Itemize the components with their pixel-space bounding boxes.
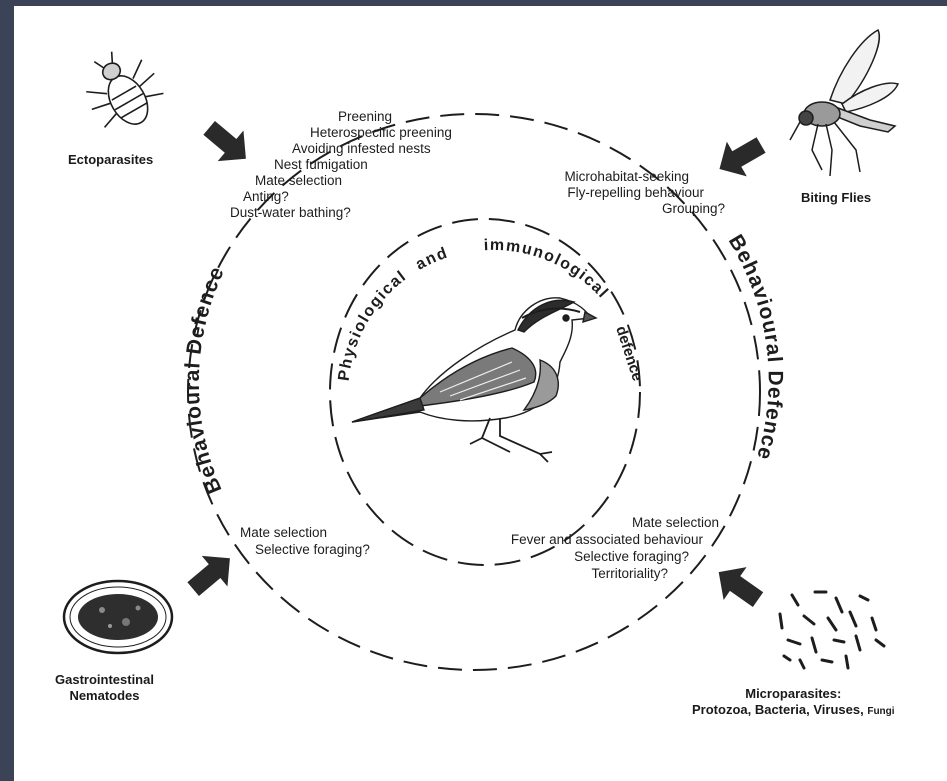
microparasite-defence-2: Fever and associated behaviour [510, 532, 703, 547]
nematode-defence-2: Selective foraging? [255, 542, 370, 557]
svg-text:Behavioural Defence: Behavioural Defence [181, 263, 229, 497]
inner-label-defence: defence [612, 324, 646, 383]
svg-text:and: and [413, 244, 451, 273]
behavioural-defence-left: Behavioural Defence [181, 263, 228, 497]
arrow-microparasites [718, 567, 764, 607]
biting-fly-defence-2: Fly-repelling behaviour [567, 185, 704, 200]
microparasites-icon [778, 590, 886, 670]
ectoparasite-defence-6: Anting? [243, 189, 289, 204]
nematode-egg-icon [62, 579, 174, 655]
ectoparasite-defence-3: Avoiding infested nests [292, 141, 431, 156]
ectoparasites-label: Ectoparasites [68, 152, 154, 167]
microparasite-defence-4: Territoriality? [591, 566, 668, 581]
ectoparasite-defence-2: Heterospecific preening [310, 125, 452, 140]
microparasites-label-line2: Protozoa, Bacteria, Viruses, Fungi [692, 702, 895, 720]
nematodes-label: Gastrointestinal Nematodes [55, 672, 154, 704]
biting-fly-icon [789, 28, 900, 177]
microparasites-label: Microparasites: Protozoa, Bacteria, Viru… [692, 686, 895, 720]
microparasites-label-line1: Microparasites: [745, 686, 842, 701]
microparasites-fungi: Fungi [867, 706, 895, 717]
outer-behavioural-ring [187, 113, 761, 671]
svg-text:immunological: immunological [483, 237, 611, 302]
nematodes-label-line2: Nematodes [69, 688, 140, 703]
arrow-nematodes [187, 555, 230, 597]
inner-label-physiological: Physiological [336, 267, 409, 381]
microparasite-defence-3: Selective foraging? [574, 549, 689, 564]
biting-flies-label: Biting Flies [801, 190, 872, 205]
inner-label-and: and [413, 244, 449, 273]
nematodes-label-line1: Gastrointestinal [55, 672, 154, 687]
louse-icon [86, 51, 164, 128]
ectoparasite-defence-1: Preening [338, 109, 393, 124]
microparasite-defence-1: Mate selection [631, 515, 719, 530]
inner-ring-label: Physiological [336, 267, 410, 381]
microparasites-types: Protozoa, Bacteria, Viruses, [692, 702, 864, 717]
biting-fly-defence-1: Microhabitat-seeking [564, 169, 689, 184]
arrow-ectoparasites [203, 120, 246, 162]
inner-label-immunological: immunological [483, 237, 610, 302]
ectoparasite-defence-4: Nest fumigation [274, 157, 368, 172]
ectoparasite-defence-5: Mate selection [255, 173, 343, 188]
bird-illustration [351, 297, 598, 463]
arrow-biting-flies [719, 137, 766, 177]
biting-fly-defence-3: Grouping? [661, 201, 725, 216]
inner-physiological-ring [329, 218, 641, 566]
ectoparasite-defence-7: Dust-water bathing? [230, 205, 351, 220]
nematode-defence-1: Mate selection [240, 525, 328, 540]
